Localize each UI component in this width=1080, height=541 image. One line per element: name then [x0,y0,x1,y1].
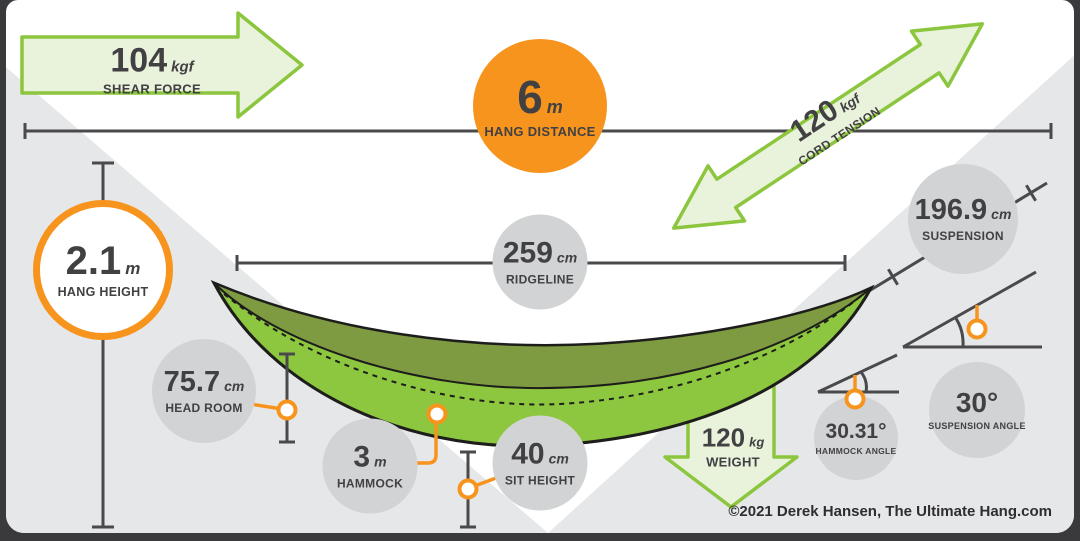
weight-unit: kg [749,434,765,450]
head-room-handle-icon[interactable] [276,399,298,421]
head-room-line [279,352,295,444]
shear-force-label: 104 kgf SHEAR FORCE [103,44,201,97]
suspension-unit: cm [991,205,1012,222]
sit-height-caption: SIT HEIGHT [504,473,576,487]
hang-height-badge[interactable]: 2.1 m HANG HEIGHT [33,200,173,340]
ridgeline-value: 259 [502,236,553,269]
hammock-angle-caption: HAMMOCK ANGLE [815,445,897,456]
hang-distance-badge[interactable]: 6 m HANG DISTANCE [473,39,607,173]
sit-height-value: 40 [511,437,545,470]
shear-force-unit: kgf [171,58,194,76]
cord-tension-arrow [671,22,985,230]
suspension-value: 196.9 [914,193,988,226]
shear-force-caption: SHEAR FORCE [103,81,201,97]
hang-distance-unit: m [546,96,563,117]
hang-distance-value: 6 [517,70,543,123]
suspension-angle-caption: SUSPENSION ANGLE [928,421,1026,431]
ridgeline-caption: RIDGELINE [505,272,575,286]
hammock-angle-figure [817,353,899,394]
copyright-text: ©2021 Derek Hansen, The Ultimate Hang.co… [728,503,1052,520]
hammock-lay-line [223,293,863,406]
hammock-length-badge: 3 m HAMMOCK [322,418,418,514]
cord-tension-unit: kgf [836,90,863,116]
hang-height-caption: HANG HEIGHT [57,285,149,299]
shear-force-arrow [20,11,304,119]
hang-height-unit: m [125,259,141,278]
sit-height-unit: cm [548,450,569,466]
shear-force-value: 104 [110,41,168,80]
hammock-length-connector [400,421,438,465]
weight-label: 120 kg WEIGHT [702,425,765,470]
suspension-angle-figure [902,270,1042,349]
hang-height-value: 2.1 [65,239,122,283]
suspension-angle-handle-icon[interactable] [966,318,988,340]
hammock-angle-badge: 30.31° HAMMOCK ANGLE [814,396,898,480]
ridgeline-unit: cm [556,249,578,265]
head-room-badge: 75.7 cm HEAD ROOM [152,339,256,443]
suspension-angle-badge: 30° SUSPENSION ANGLE [928,362,1026,458]
suspension-caption: SUSPENSION [922,228,1004,243]
hammock-angle-handle-icon[interactable] [844,388,866,410]
hammock-length-value: 3 [353,440,371,473]
hammock-angle-value: 30.31° [825,419,887,443]
hammock-length-handle-icon[interactable] [426,403,448,425]
ridgeline-badge: 259 cm RIDGELINE [492,214,588,310]
weight-caption: WEIGHT [706,454,760,470]
hammock-length-caption: HAMMOCK [336,476,404,490]
suspension-badge: 196.9 cm SUSPENSION [908,164,1018,274]
head-room-value: 75.7 [163,365,221,398]
hammock-length-unit: m [374,453,387,469]
head-room-caption: HEAD ROOM [165,400,243,415]
hang-distance-caption: HANG DISTANCE [484,123,596,139]
suspension-angle-value: 30° [955,387,999,418]
sit-height-badge: 40 cm SIT HEIGHT [492,415,588,511]
weight-value: 120 [701,422,746,453]
hammock-top-fabric [213,282,872,390]
head-room-unit: cm [224,377,245,394]
sit-height-handle-icon[interactable] [457,478,479,500]
hammock-illustration [210,279,875,448]
